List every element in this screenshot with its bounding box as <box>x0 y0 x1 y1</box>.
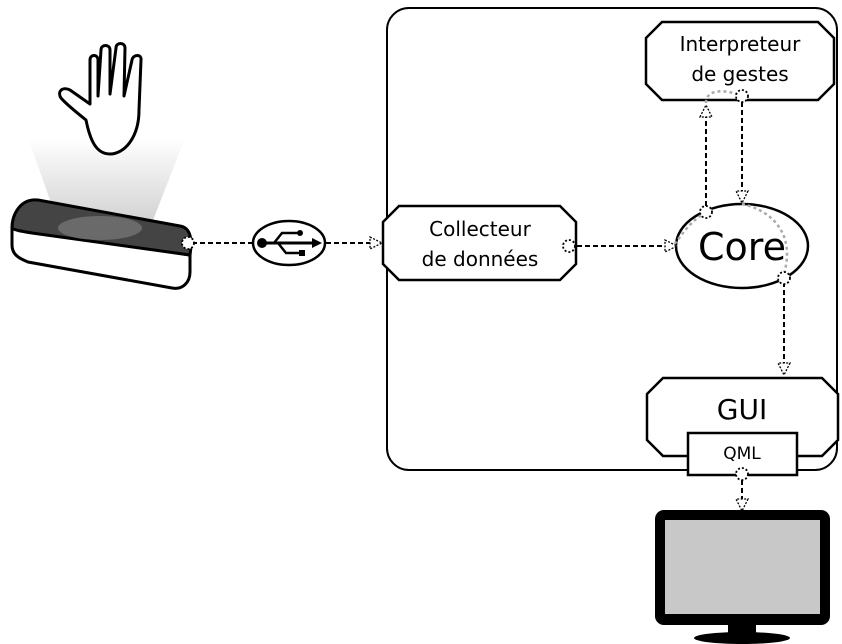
collector-label-line2: de données <box>422 247 539 271</box>
qml-label: QML <box>723 444 761 464</box>
interpreter-label-line2: de gestes <box>691 62 788 86</box>
core-label: Core <box>698 225 786 269</box>
port-markers <box>181 89 791 481</box>
hand-icon <box>58 42 143 156</box>
monitor-icon <box>655 510 830 644</box>
interpreter-node: Interpreteur de gestes <box>644 20 836 102</box>
collector-label-line1: Collecteur <box>429 217 531 241</box>
leap-motion-sensor-icon <box>10 198 193 290</box>
interpreter-label-line1: Interpreteur <box>680 32 802 56</box>
collector-node: Collecteur de données <box>381 204 578 282</box>
gui-label: GUI <box>717 393 767 426</box>
usb-icon <box>251 219 327 267</box>
gui-node: GUI QML <box>645 376 840 477</box>
